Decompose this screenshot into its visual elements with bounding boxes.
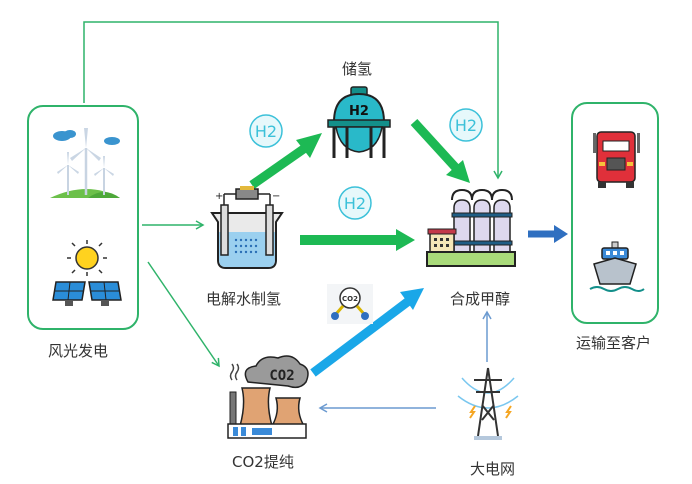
storage-label: 储氢 bbox=[342, 60, 373, 78]
electrolysis-label: 电解水制氢 bbox=[206, 290, 282, 308]
solar-panel-icon bbox=[52, 240, 122, 306]
h2-badge-down-text: H2 bbox=[455, 116, 477, 135]
transport-label: 运输至客户 bbox=[576, 334, 652, 352]
methanol-label: 合成甲醇 bbox=[450, 290, 511, 308]
renewable-label: 风光发电 bbox=[48, 342, 109, 360]
chemical-plant-icon bbox=[426, 188, 516, 267]
arrow-storage-methanol bbox=[410, 118, 470, 183]
h2-badge-down: H2 bbox=[449, 108, 483, 142]
co2-molecule-text: CO2 bbox=[342, 295, 358, 303]
h2-badge-mid-text: H2 bbox=[344, 194, 366, 213]
tank-label: H2 bbox=[349, 104, 369, 119]
wind-turbine-icon bbox=[50, 128, 120, 198]
truck-icon bbox=[593, 131, 640, 188]
co2-factory-icon: CO2 bbox=[227, 355, 309, 439]
h2-badge-up-text: H2 bbox=[255, 122, 277, 141]
co2-molecule-icon: CO2 bbox=[327, 284, 373, 324]
transport-box bbox=[571, 102, 659, 324]
h2-badge-mid: H2 bbox=[338, 186, 372, 220]
bypass-line-top bbox=[83, 21, 503, 180]
arrow-methanol-transport bbox=[528, 225, 568, 243]
arrow-electrolysis-storage bbox=[249, 133, 322, 189]
arrow-co2-methanol bbox=[310, 288, 424, 377]
power-tower-icon bbox=[457, 367, 519, 440]
arrow-renewable-co2 bbox=[147, 261, 220, 368]
co2-cloud-text: CO2 bbox=[269, 368, 294, 384]
svg-text:+: + bbox=[215, 191, 223, 202]
renewable-box bbox=[27, 105, 139, 330]
co2-label: CO2提纯 bbox=[232, 453, 294, 471]
electrolyzer-icon: + − bbox=[210, 186, 284, 269]
grid-label: 大电网 bbox=[470, 460, 516, 478]
hydrogen-tank-icon: H2 bbox=[327, 86, 391, 158]
arrow-electrolysis-methanol bbox=[300, 229, 415, 251]
h2-badge-up: H2 bbox=[249, 114, 283, 148]
svg-text:−: − bbox=[272, 191, 280, 202]
ship-icon bbox=[589, 241, 645, 292]
